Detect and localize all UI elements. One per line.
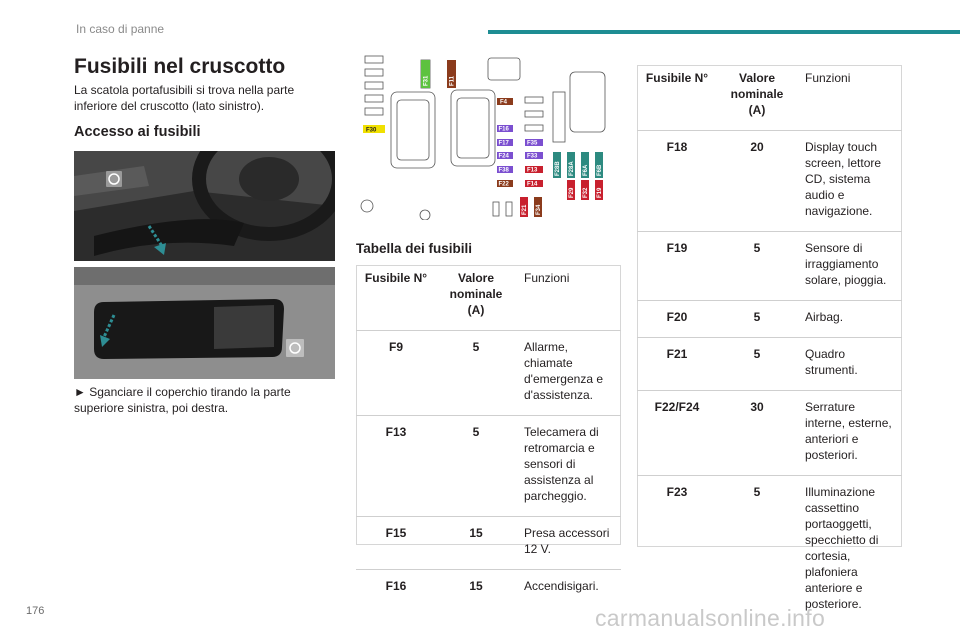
fuse-rating-cell: 20	[717, 130, 797, 232]
page-title: Fusibili nel cruscotto	[74, 55, 286, 78]
column-header-functions: Funzioni	[805, 71, 851, 85]
fuse-number-cell: F18	[637, 130, 717, 232]
fuse-rating-cell: 5	[436, 330, 516, 416]
fuse-number-cell: F9	[356, 330, 436, 416]
fuse-function-cell: Display touch screen, lettore CD, sistem…	[797, 130, 902, 232]
column-header-fuse: Fusibile N°	[645, 71, 709, 85]
fuse-label-f29: F29	[569, 187, 575, 198]
fuse-label-f31: F31	[424, 75, 430, 86]
fuse-label-f38: F38	[499, 168, 510, 174]
table-header-row: Fusibile N° Valore nominale (A) Funzioni	[356, 265, 621, 331]
fuse-number-cell: F15	[356, 516, 436, 570]
fuse-label-f16: F16	[499, 127, 510, 133]
fuse-function-cell: Airbag.	[797, 300, 902, 338]
fuse-function-cell: Sensore di irraggiamento solare, pioggia…	[797, 231, 902, 301]
table-header-row: Fusibile N° Valore nominale (A) Funzioni	[637, 65, 902, 131]
fuse-label-f6b: F6B	[597, 164, 603, 176]
fuse-label-f35: F35	[527, 141, 538, 147]
fuse-label-f6a: F6A	[583, 164, 589, 176]
glovebox-photo	[74, 267, 335, 379]
fuse-rating-cell: 5	[717, 475, 797, 624]
page-number: 176	[26, 605, 45, 617]
step-marker-icon: ►	[74, 385, 86, 399]
fusebox-diagram: F31 F11 F30 F4 F16 F17 F24 F38 F22 F35 F…	[355, 52, 613, 221]
fuse-label-f30: F30	[366, 128, 377, 134]
fuse-function-cell: Serrature interne, esterne, anteriori e …	[797, 390, 902, 476]
fuse-label-f17: F17	[499, 141, 510, 147]
fuse-label-f28b: F28B	[555, 161, 561, 176]
fuse-number-cell: F13	[356, 415, 436, 517]
section-header: In caso di panne	[76, 22, 165, 36]
fuse-rating-cell: 15	[436, 516, 516, 570]
column-header-fuse: Fusibile N°	[364, 271, 428, 285]
fuse-label-f32: F32	[583, 187, 589, 198]
fuse-label-f4: F4	[500, 100, 508, 106]
fuse-table-title: Tabella dei fusibili	[356, 241, 473, 256]
column-header-functions: Funzioni	[524, 271, 570, 285]
intro-text: La scatola portafusibili si trova nella …	[74, 83, 295, 113]
watermark: carmanualsonline.info	[595, 605, 826, 631]
fuse-rating-cell: 5	[436, 415, 516, 517]
fuse-number-cell: F23	[637, 475, 717, 624]
fuse-rating-cell: 5	[717, 300, 797, 338]
fuse-label-f24: F24	[499, 154, 510, 160]
fuse-label-f11: F11	[450, 75, 456, 86]
fuse-rating-cell: 30	[717, 390, 797, 476]
fuse-rating-cell: 5	[717, 231, 797, 301]
step-text: Sganciare il coperchio tirando la parte …	[74, 385, 291, 415]
fuse-number-cell: F16	[356, 569, 436, 606]
fuse-function-cell: Telecamera di retromarcia e sensori di a…	[516, 415, 621, 517]
fuse-number-cell: F21	[637, 337, 717, 391]
column-header-rating: Valore nominale (A)	[449, 271, 503, 317]
fuse-function-cell: Allarme, chiamate d'emergenza e d'assist…	[516, 330, 621, 416]
fuse-rating-cell: 5	[717, 337, 797, 391]
fuse-function-cell: Illuminazione cassettino portaoggetti, s…	[797, 475, 902, 624]
fuse-label-f13: F13	[527, 168, 538, 174]
dashboard-photo	[74, 151, 335, 261]
access-heading: Accesso ai fusibili	[74, 124, 201, 140]
fuse-function-cell: Accendisigari.	[516, 569, 621, 606]
fuse-number-cell: F20	[637, 300, 717, 338]
fuse-label-f22: F22	[499, 182, 510, 188]
fuse-number-cell: F22/F24	[637, 390, 717, 476]
fuse-label-f14: F14	[527, 182, 538, 188]
fuse-rating-cell: 15	[436, 569, 516, 606]
fuse-label-f28a: F28A	[569, 161, 575, 176]
header-rule	[488, 30, 960, 34]
fuse-label-f33: F33	[527, 154, 538, 160]
instruction-step: ► Sganciare il coperchio tirando la part…	[74, 384, 334, 416]
fuse-function-cell: Quadro strumenti.	[797, 337, 902, 391]
fuse-label-f21: F21	[522, 204, 528, 215]
fuse-number-cell: F19	[637, 231, 717, 301]
fuse-label-f19: F19	[597, 187, 603, 198]
fuse-label-f34: F34	[536, 204, 542, 215]
fuse-function-cell: Presa accessori 12 V.	[516, 516, 621, 570]
column-header-rating: Valore nominale (A)	[730, 71, 784, 117]
